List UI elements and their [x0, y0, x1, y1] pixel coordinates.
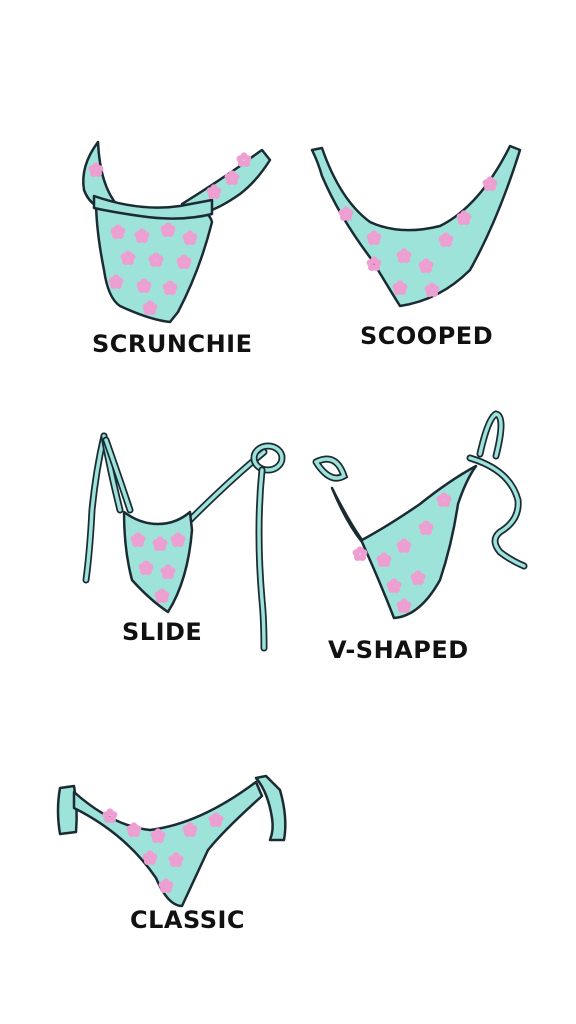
- slide-right-tie-fill: [257, 468, 266, 650]
- vshaped-left-tie-fill: [314, 457, 347, 480]
- label-scooped: SCOOPED: [360, 322, 494, 350]
- vshaped-illustration: [312, 410, 528, 620]
- slide-left-tie-fill: [84, 434, 106, 582]
- label-scrunchie: SCRUNCHIE: [92, 330, 253, 358]
- classic-right-tie: [254, 774, 287, 842]
- scrunchie-illustration: [82, 140, 272, 324]
- label-classic: CLASSIC: [130, 906, 246, 934]
- slide-illustration: [82, 432, 286, 652]
- vshaped-right-tie-fill: [468, 412, 526, 568]
- slide-bow-fill: [252, 444, 284, 472]
- scooped-body: [310, 144, 522, 308]
- scooped-illustration: [310, 144, 522, 308]
- scrunchie-gather-band: [92, 194, 214, 220]
- label-slide: SLIDE: [122, 618, 203, 646]
- classic-illustration: [56, 774, 287, 908]
- label-v-shaped: V-SHAPED: [328, 636, 469, 664]
- slide-string-fill: [104, 438, 266, 522]
